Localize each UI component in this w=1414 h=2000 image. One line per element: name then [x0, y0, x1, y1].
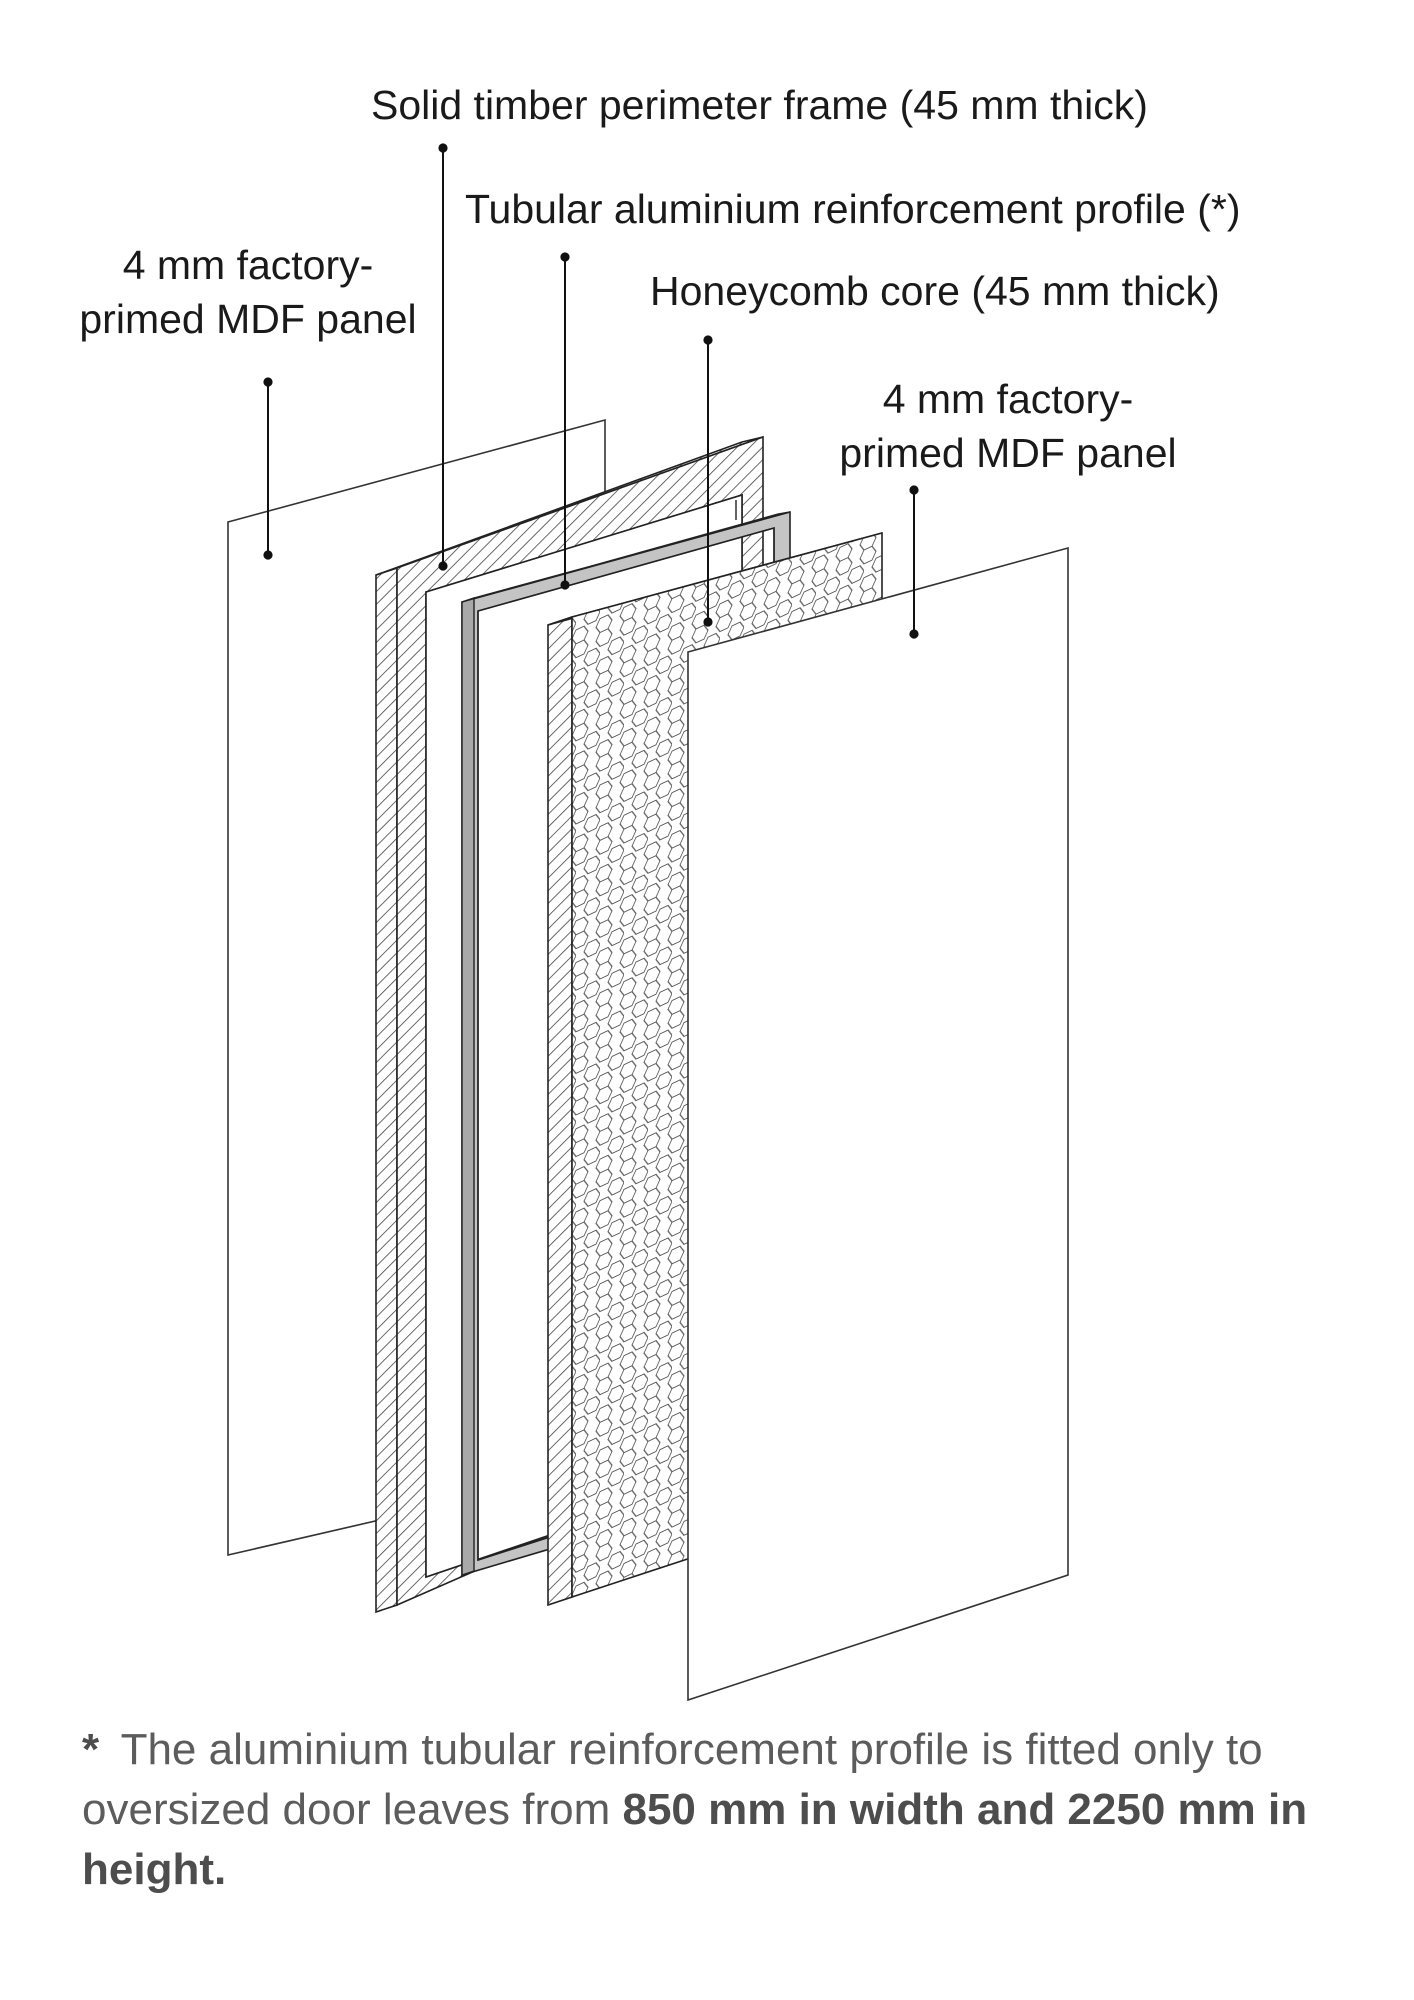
label-front-mdf-line2: primed MDF panel	[839, 430, 1177, 476]
label-back-mdf-panel: 4 mm factory- primed MDF panel	[58, 238, 438, 346]
footnote-text: The aluminium tubular reinforcement prof…	[82, 1725, 1263, 1834]
leader-profile	[560, 252, 570, 590]
label-back-mdf-line2: primed MDF panel	[79, 296, 417, 342]
footnote: * The aluminium tubular reinforcement pr…	[82, 1720, 1342, 1900]
label-back-mdf-line1: 4 mm factory-	[122, 242, 374, 288]
label-honeycomb-core: Honeycomb core (45 mm thick)	[650, 268, 1220, 314]
footnote-marker: *	[82, 1725, 100, 1774]
label-aluminium-profile: Tubular aluminium reinforcement profile …	[465, 186, 1241, 232]
leader-frame	[438, 143, 448, 571]
label-front-mdf-line1: 4 mm factory-	[882, 376, 1134, 422]
footnote-bold-text: 850 mm in width and 2250 mm in height.	[82, 1785, 1308, 1894]
leader-panel-back	[263, 377, 273, 560]
leader-lines	[263, 143, 919, 639]
label-timber-frame: Solid timber perimeter frame (45 mm thic…	[371, 82, 1148, 128]
leader-core	[703, 335, 713, 627]
leader-panel-front	[909, 485, 919, 639]
front-mdf-panel	[687, 546, 1069, 1702]
label-front-mdf-panel: 4 mm factory- primed MDF panel	[808, 372, 1208, 480]
